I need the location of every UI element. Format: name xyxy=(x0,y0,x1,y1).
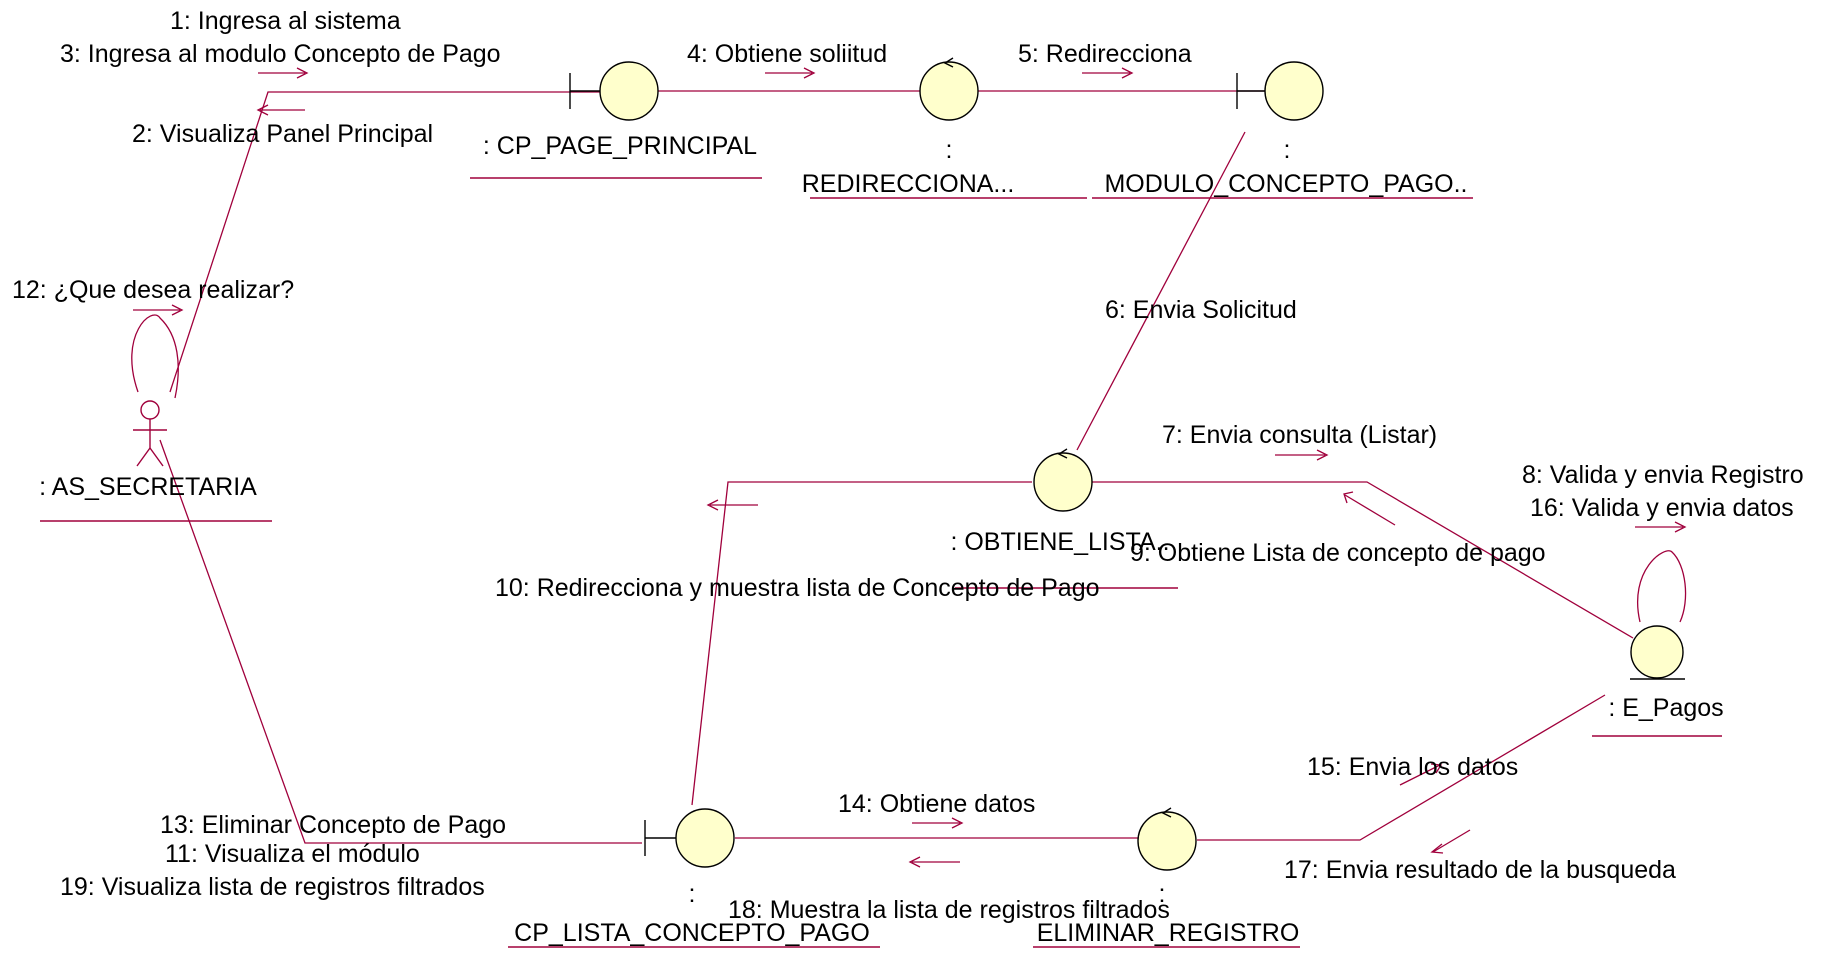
arrow-m15 xyxy=(1399,763,1443,786)
arrow-m14 xyxy=(912,817,964,829)
message-13: 13: Eliminar Concepto de Pago xyxy=(160,811,506,839)
boundary-icon xyxy=(599,61,659,121)
control-eliminar-registro[interactable]: : ELIMINAR_REGISTRO xyxy=(1033,807,1300,948)
cp-lista-colon: : xyxy=(689,880,696,908)
message-2: 2: Visualiza Panel Principal xyxy=(132,120,433,148)
message-9: 9: Obtiene Lista de concepto de pago xyxy=(1130,539,1546,567)
message-10: 10: Redirecciona y muestra lista de Conc… xyxy=(495,574,1100,602)
message-14: 14: Obtiene datos xyxy=(838,790,1035,818)
message-1: 1: Ingresa al sistema xyxy=(170,7,401,35)
arrow-m1-m3 xyxy=(258,67,309,79)
arrow-m7 xyxy=(1275,449,1329,461)
message-18: 18: Muestra la lista de registros filtra… xyxy=(728,896,1170,924)
message-17: 17: Envia resultado de la busqueda xyxy=(1284,856,1676,884)
links xyxy=(159,90,1634,844)
message-arrows xyxy=(133,67,1687,868)
arrow-m18 xyxy=(908,856,960,868)
entity-e-pagos[interactable]: : E_Pagos xyxy=(1592,625,1724,737)
self-loop-e-pagos xyxy=(1637,550,1687,623)
redirecciona-colon: : xyxy=(946,136,953,164)
message-15: 15: Envia los datos xyxy=(1307,753,1518,781)
message-12: 12: ¿Que desea realizar? xyxy=(12,276,294,304)
boundary-icon xyxy=(1264,61,1324,121)
boundary-cp-lista-concepto-pago[interactable]: : CP_LISTA_CONCEPTO_PAGO xyxy=(508,808,880,948)
boundary-modulo-concepto-pago[interactable]: : MODULO_CONCEPTO_PAGO.. xyxy=(1092,61,1473,199)
modulo-colon: : xyxy=(1284,136,1291,164)
control-redirecciona[interactable]: : REDIRECCIONA... xyxy=(802,57,1087,199)
message-16: 16: Valida y envia datos xyxy=(1530,494,1794,522)
arrow-m9 xyxy=(1343,491,1396,526)
message-4: 4: Obtiene soliitud xyxy=(687,40,887,68)
message-5: 5: Redirecciona xyxy=(1018,40,1192,68)
obtiene-lista-label: : OBTIENE_LISTA.. xyxy=(950,528,1169,556)
boundary-icon xyxy=(675,808,735,868)
control-icon xyxy=(919,61,979,121)
arrow-m2 xyxy=(256,104,305,116)
link-actor-cp-lista xyxy=(159,439,642,844)
arrow-m5 xyxy=(1082,67,1134,79)
self-loop-actor xyxy=(131,314,179,399)
link-obtiene-lista-cp-lista xyxy=(691,481,1032,806)
link-actor-cp-page-principal xyxy=(169,91,600,393)
control-icon xyxy=(1137,811,1197,871)
actor-as-secretaria[interactable]: : AS_SECRETARIA xyxy=(39,400,272,522)
arrow-m10 xyxy=(706,499,758,511)
arrow-m12 xyxy=(133,304,184,316)
boundary-cp-page-principal[interactable]: : CP_PAGE_PRINCIPAL xyxy=(470,61,762,179)
arrow-m17 xyxy=(1430,829,1471,854)
link-obtiene-lista-e-pagos xyxy=(1092,481,1634,639)
e-pagos-label: : E_Pagos xyxy=(1608,694,1723,722)
cp-page-principal-label: : CP_PAGE_PRINCIPAL xyxy=(483,132,757,160)
cp-lista-label: CP_LISTA_CONCEPTO_PAGO xyxy=(514,919,870,947)
actor-head-icon xyxy=(140,400,160,420)
message-8: 8: Valida y envia Registro xyxy=(1522,461,1804,489)
message-6: 6: Envia Solicitud xyxy=(1105,296,1297,324)
eliminar-label: ELIMINAR_REGISTRO xyxy=(1037,919,1300,947)
link-eliminar-e-pagos xyxy=(1197,694,1606,841)
modulo-label: MODULO_CONCEPTO_PAGO.. xyxy=(1104,170,1467,198)
message-19: 19: Visualiza lista de registros filtrad… xyxy=(60,873,485,901)
entity-icon xyxy=(1630,625,1684,679)
message-7: 7: Envia consulta (Listar) xyxy=(1162,421,1437,449)
control-icon xyxy=(1033,452,1093,512)
arrow-m16-m8 xyxy=(1635,521,1687,533)
arrow-m4 xyxy=(765,67,816,79)
eliminar-colon: : xyxy=(1159,880,1166,908)
control-obtiene-lista[interactable]: : OBTIENE_LISTA.. xyxy=(950,448,1178,589)
message-labels: 1: Ingresa al sistema 3: Ingresa al modu… xyxy=(12,7,1804,924)
link-modulo-obtiene-lista xyxy=(1076,131,1246,451)
message-11: 11: Visualiza el módulo xyxy=(165,840,420,868)
redirecciona-label: REDIRECCIONA... xyxy=(802,170,1015,198)
message-3: 3: Ingresa al modulo Concepto de Pago xyxy=(60,40,501,68)
actor-label: : AS_SECRETARIA xyxy=(39,473,257,501)
